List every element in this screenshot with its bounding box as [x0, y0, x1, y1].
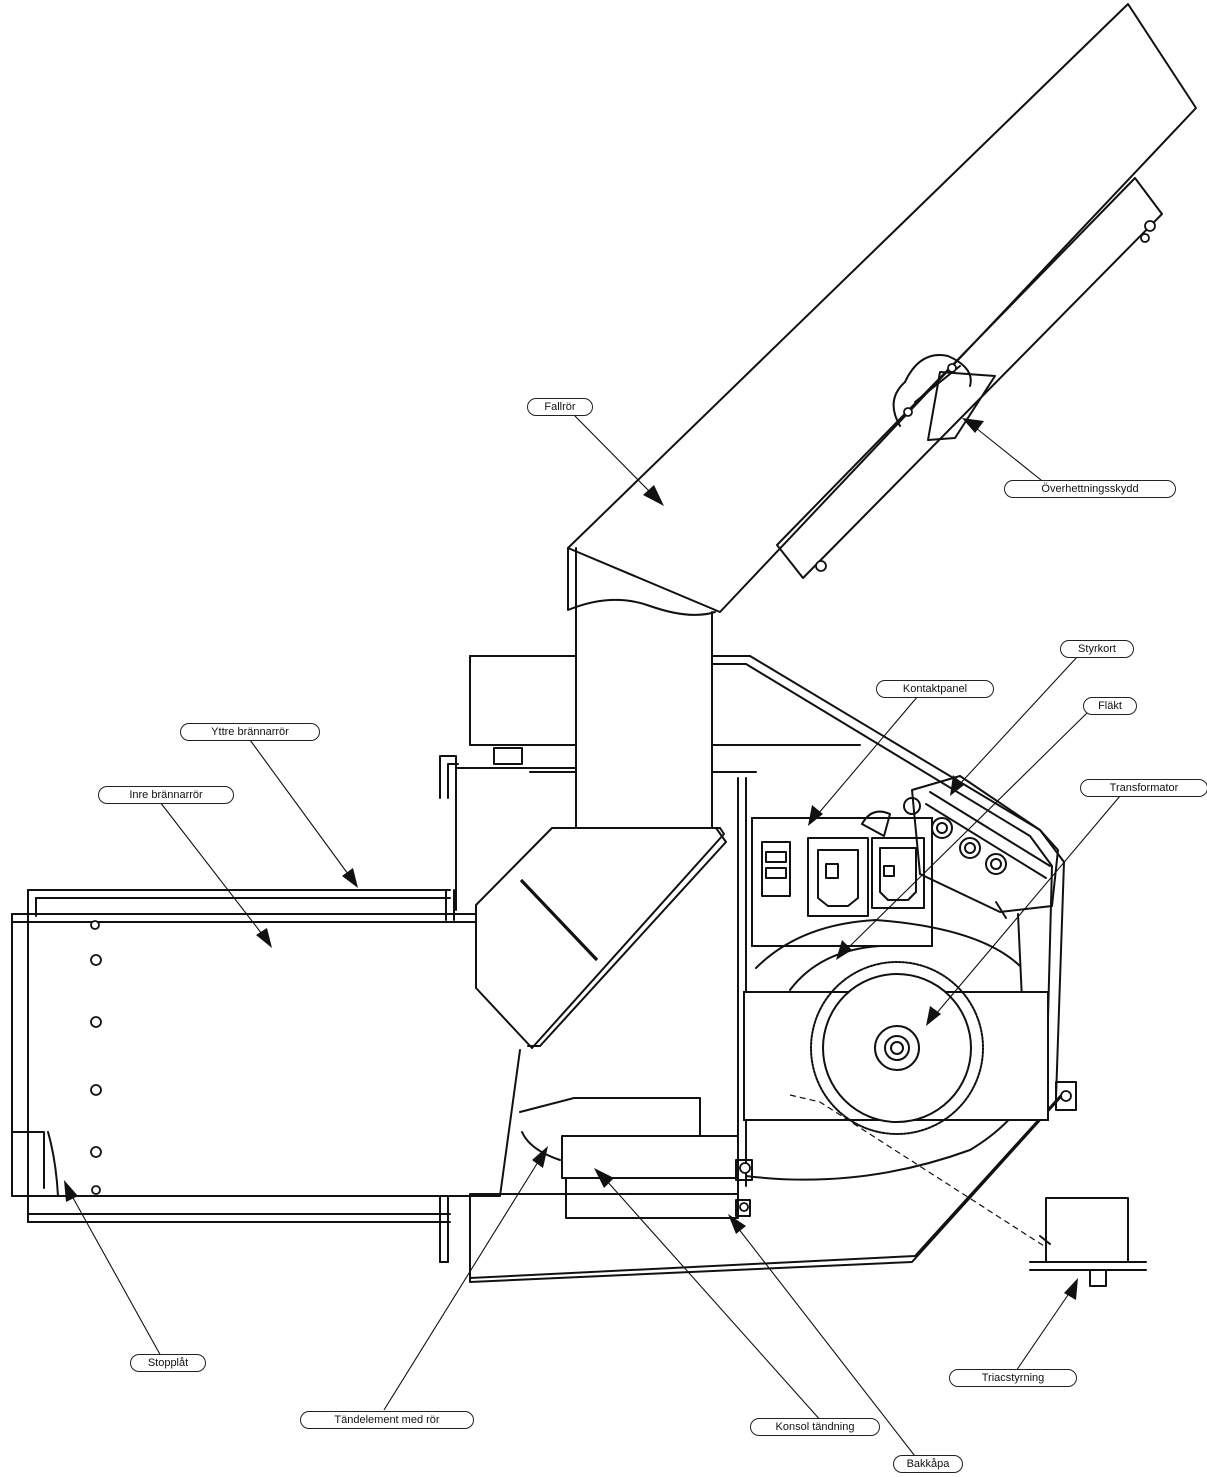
leader-inre: [159, 801, 272, 948]
label-styrkort: Styrkort: [1060, 640, 1134, 658]
label-transformator: Transformator: [1080, 779, 1207, 797]
inner-burner-tube: [11, 913, 521, 1197]
leader-styrkort: [950, 655, 1079, 796]
leader-konsol: [594, 1168, 823, 1423]
leader-stopplat: [64, 1180, 163, 1359]
label-inre-brannarror: Inre brännarrör: [98, 786, 234, 804]
label-stopplat: Stopplåt: [130, 1354, 206, 1372]
label-yttre-brannarror: Yttre brännarrör: [180, 723, 320, 741]
label-tandelement: Tändelement med rör: [300, 1411, 474, 1429]
ignition-element: [519, 1097, 753, 1219]
leader-triacstyrning: [1013, 1278, 1078, 1375]
outer-burner-tube: [27, 889, 455, 1263]
leader-transformator: [926, 795, 1121, 1026]
label-kontaktpanel: Kontaktpanel: [876, 680, 994, 698]
leader-kontaktpanel: [808, 695, 919, 826]
leader-overhettningsskydd: [962, 418, 1047, 485]
housing-top: [439, 655, 1065, 1099]
label-triacstyrning: Triacstyrning: [949, 1369, 1077, 1387]
leader-yttre: [249, 739, 358, 888]
leader-fallror: [571, 412, 664, 506]
feed-chute: [475, 827, 727, 1049]
label-overhettningsskydd: Överhettningsskydd: [1004, 480, 1176, 498]
down-pipe: [567, 547, 721, 829]
leader-tandelement: [383, 1146, 548, 1411]
leader-flakt: [836, 711, 1089, 960]
transformer: [743, 961, 1077, 1247]
triac-box: [1029, 1197, 1147, 1287]
overheat-bracket: [776, 177, 1163, 579]
label-konsol-tandning: Konsol tändning: [750, 1418, 880, 1436]
label-flakt: Fläkt: [1083, 697, 1137, 715]
label-fallror: Fallrör: [527, 398, 593, 416]
label-bakkapa: Bakkåpa: [893, 1455, 963, 1473]
leader-bakkapa: [728, 1214, 919, 1461]
contact-panel: [751, 817, 933, 947]
fall-pipe: [567, 3, 1197, 616]
